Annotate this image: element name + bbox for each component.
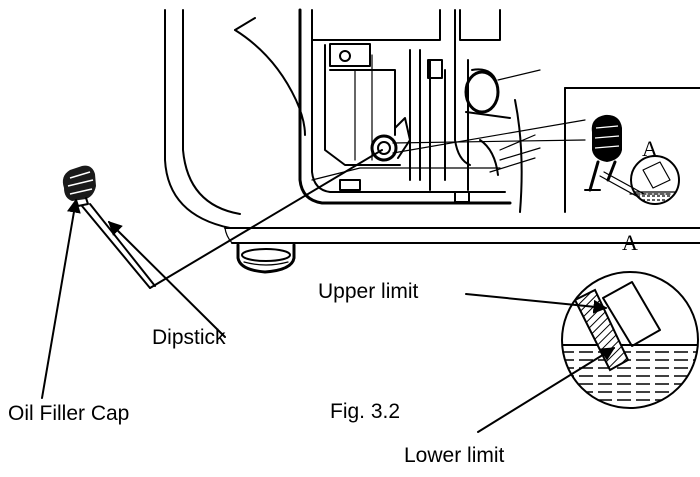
figure-number-label: Fig. 3.2 bbox=[330, 400, 400, 423]
lower-limit-label: Lower limit bbox=[404, 444, 505, 467]
oil-filler-cap-arrow bbox=[41, 198, 81, 399]
oil-filler-cap-drawing bbox=[62, 165, 96, 207]
detail-marker-large-a: A bbox=[622, 230, 638, 255]
upper-limit-arrow bbox=[465, 293, 608, 314]
detail-callout-a: A bbox=[392, 87, 700, 213]
lower-limit-arrow bbox=[477, 347, 616, 433]
dipstick-label: Dipstick bbox=[152, 326, 226, 349]
generator-housing bbox=[164, 9, 700, 244]
upper-limit-label: Upper limit bbox=[318, 280, 419, 303]
dipstick-leader bbox=[108, 149, 383, 338]
detail-view-a: A bbox=[561, 230, 699, 409]
cap-detail-icon bbox=[584, 114, 645, 199]
dipstick-drawing bbox=[81, 203, 156, 289]
oil-filler-cap-label: Oil Filler Cap bbox=[8, 402, 129, 425]
detail-marker-small-a: A bbox=[642, 136, 658, 161]
generator-foot bbox=[236, 243, 296, 274]
engine-bay bbox=[298, 8, 541, 205]
